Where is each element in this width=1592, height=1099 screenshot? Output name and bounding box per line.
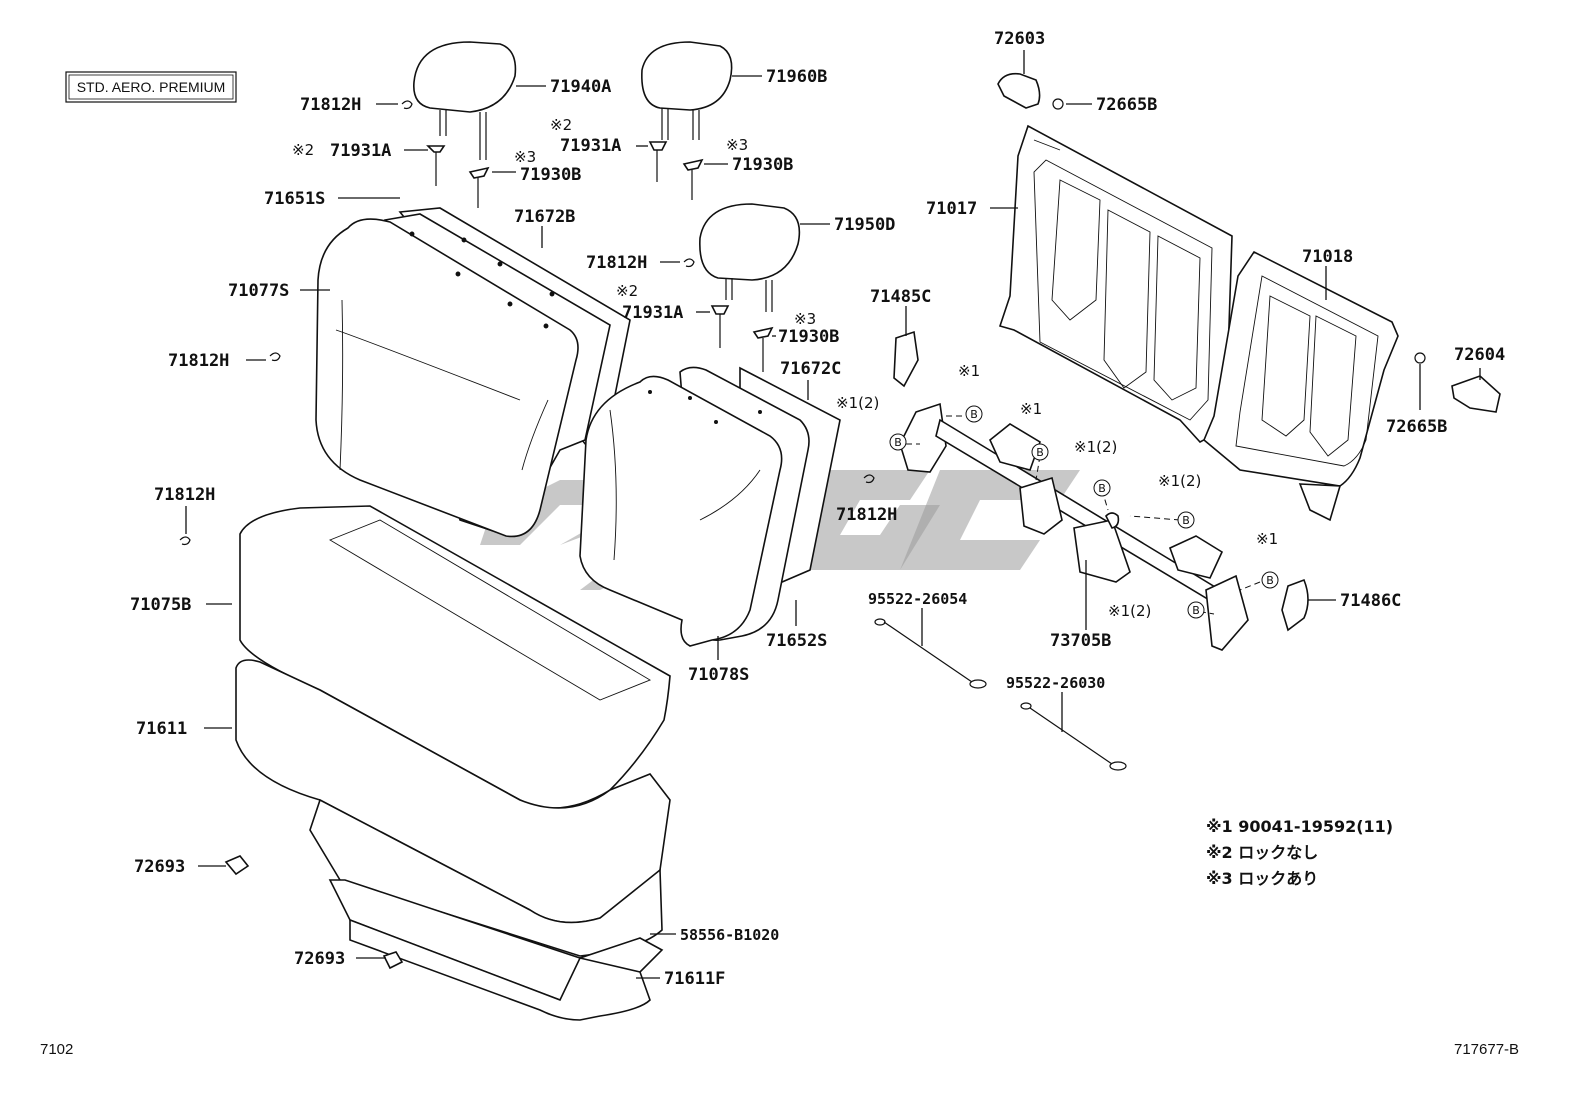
- label-95522-26054: 95522-26054: [868, 590, 967, 608]
- b-marker-label: B: [1192, 604, 1200, 617]
- label-71931A: 71931A: [330, 141, 391, 161]
- headrest-71950D: [699, 203, 801, 312]
- b-marker-label: B: [1098, 482, 1106, 495]
- note-mark-1-2: ※1(2): [1074, 438, 1117, 456]
- variant-badge-text: STD. AERO. PREMIUM: [77, 79, 226, 95]
- label-71950D: 71950D: [834, 215, 895, 235]
- seatback-small: [579, 366, 841, 647]
- guide-bolts: [426, 141, 774, 372]
- note-mark-1: ※1: [1020, 400, 1042, 418]
- label-71960B: 71960B: [766, 67, 827, 87]
- label-71940A: 71940A: [550, 77, 611, 97]
- label-95522-26030: 95522-26030: [1006, 674, 1105, 692]
- note-mark-2: ※2: [616, 282, 638, 300]
- legend-line-2: ※2 ロックなし: [1206, 843, 1318, 862]
- legend-line-3: ※3 ロックあり: [1206, 869, 1318, 888]
- headrest-71940A: [413, 41, 517, 160]
- cover-71485C: [893, 330, 919, 388]
- b-markers: B B B B B B B: [889, 405, 1279, 619]
- legend-line-1: ※1 90041-19592(11): [1206, 817, 1393, 836]
- note-mark-1: ※1: [1256, 530, 1278, 548]
- b-marker-label: B: [1036, 446, 1044, 459]
- label-72693: 72693: [134, 857, 185, 877]
- hinge-72603: [997, 72, 1064, 110]
- label-71077S: 71077S: [228, 281, 289, 301]
- seatback-frame-71018: [1203, 250, 1399, 522]
- label-71075B: 71075B: [130, 595, 191, 615]
- label-71812H: 71812H: [836, 505, 897, 525]
- label-71930B: 71930B: [778, 327, 839, 347]
- label-71611F: 71611F: [664, 969, 725, 989]
- label-72665B: 72665B: [1386, 417, 1447, 437]
- note-mark-2: ※2: [292, 141, 314, 159]
- label-71018: 71018: [1302, 247, 1353, 267]
- hook-parts: [224, 855, 404, 970]
- note-mark-2: ※2: [550, 116, 572, 134]
- note-mark-1: ※1: [958, 362, 980, 380]
- note-mark-1-2: ※1(2): [836, 394, 879, 412]
- label-71931A: 71931A: [622, 303, 683, 323]
- cable-parts: [874, 618, 1127, 771]
- note-mark-1-2: ※1(2): [1108, 602, 1151, 620]
- label-71812H: 71812H: [586, 253, 647, 273]
- variant-badge: STD. AERO. PREMIUM: [65, 71, 237, 103]
- bracket-73705B: [899, 402, 1249, 651]
- label-71930B: 71930B: [520, 165, 581, 185]
- label-71931A: 71931A: [560, 136, 621, 156]
- legend: ※1 90041-19592(11) ※2 ロックなし ※3 ロックあり: [1206, 817, 1393, 888]
- label-72604: 72604: [1454, 345, 1505, 365]
- label-71651S: 71651S: [264, 189, 325, 209]
- note-mark-3: ※3: [514, 148, 536, 166]
- seatback-frame-71017: [998, 124, 1233, 443]
- label-72603: 72603: [994, 29, 1045, 49]
- label-71672C: 71672C: [780, 359, 841, 379]
- leader-lines: [185, 50, 1481, 979]
- headrest-71960B: [641, 41, 733, 140]
- b-marker-label: B: [1182, 514, 1190, 527]
- b-marker-label: B: [894, 436, 902, 449]
- note-mark-3: ※3: [794, 310, 816, 328]
- label-71930B: 71930B: [732, 155, 793, 175]
- seat-cushion: [235, 505, 671, 1021]
- label-71611: 71611: [136, 719, 187, 739]
- label-71485C: 71485C: [870, 287, 931, 307]
- label-71486C: 71486C: [1340, 591, 1401, 611]
- note-mark-1-2: ※1(2): [1158, 472, 1201, 490]
- label-71652S: 71652S: [766, 631, 827, 651]
- label-72693: 72693: [294, 949, 345, 969]
- label-73705B: 73705B: [1050, 631, 1111, 651]
- seatback-large: [315, 207, 631, 538]
- part-labels: 71940A 71960B 71950D 71812H ※2 71931A ※3…: [130, 29, 1505, 989]
- label-72665B: 72665B: [1096, 95, 1157, 115]
- label-71672B: 71672B: [514, 207, 575, 227]
- cover-71486C: [1281, 578, 1309, 632]
- footer-page-id: 7102: [40, 1041, 73, 1058]
- footer-figure-id: 717677-B: [1454, 1041, 1519, 1058]
- clip-icons: [179, 100, 875, 546]
- label-71812H: 71812H: [168, 351, 229, 371]
- label-71017: 71017: [926, 199, 977, 219]
- b-marker-label: B: [1266, 574, 1274, 587]
- label-71078S: 71078S: [688, 665, 749, 685]
- label-71812H: 71812H: [154, 485, 215, 505]
- label-58556-B1020: 58556-B1020: [680, 926, 779, 944]
- label-71812H: 71812H: [300, 95, 361, 115]
- b-marker-label: B: [970, 408, 978, 421]
- note-mark-3: ※3: [726, 136, 748, 154]
